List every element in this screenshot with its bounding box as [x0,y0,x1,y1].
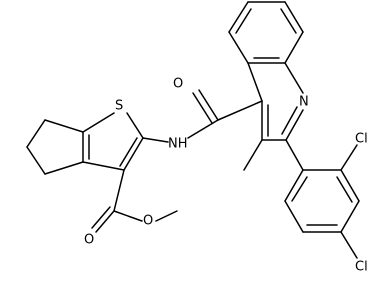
ester-ether-oxygen-label: O [143,214,153,229]
amide-nitrogen-label: NH [168,137,188,152]
bond-c5-c6 [228,1,249,33]
bond-c2-c3 [123,137,144,171]
bond-n-c2-double [281,106,298,135]
bond-amide-carbonyl [198,89,219,121]
bond-c2-aryl [285,139,304,171]
bond-aryl-6-1 [284,169,304,202]
bond-c3-methyl [243,139,263,171]
atom-labels: S NH N O O O Cl Cl [84,77,368,275]
bond-c8-c8a [284,31,304,64]
bond-c2-c1 [26,146,46,175]
bond-c4a-c5 [228,31,249,64]
bond-aryl-5-6 [284,200,304,233]
bond-lines [26,1,360,259]
bond-c3-c2 [26,119,46,148]
bond-ester-ether [113,210,143,222]
bond-c2-nh [142,137,169,143]
bond-aryl-2-3 [340,169,360,202]
bond-c5a-s [82,112,115,133]
bond-amide-carbonyl-double [192,92,213,124]
bond-aryl-6-1-double [291,176,308,202]
chlorine-ortho-label: Cl [355,132,368,147]
bond-ester-carbonyl [95,210,115,233]
bond-aryl-2-3-double [336,176,353,203]
quinoline-nitrogen-label: N [299,95,309,110]
bond-aryl-cl-para [340,231,358,259]
bond-c5-c6-double [235,8,252,34]
sulfur-label: S [115,99,123,114]
chlorine-para-label: Cl [355,260,368,275]
bond-c4-c3 [44,119,84,133]
bond-c8a-n [284,62,304,94]
bond-c7-c8-double [280,8,297,34]
bond-ring-ester-carbon [113,169,125,212]
bond-c4-c4a [247,62,263,102]
bond-n-c2 [285,109,304,141]
bond-aryl-3-4 [340,200,360,233]
bond-nh-carbonyl [187,119,219,139]
bond-c3-c3a [82,161,125,171]
bond-s-c2 [126,112,144,139]
bond-ester-carbonyl-double [91,206,111,229]
bond-ether-methyl [155,210,178,222]
amide-oxygen-label: O [173,77,183,92]
bond-c1-c6a [44,161,84,175]
bond-carbonyl-quinoline [217,100,263,121]
bond-c7-c8 [284,1,304,33]
ester-carbonyl-oxygen-label: O [84,233,94,248]
bond-c2-c3-double [119,137,138,167]
bond-aryl-cl-ortho [340,144,358,171]
